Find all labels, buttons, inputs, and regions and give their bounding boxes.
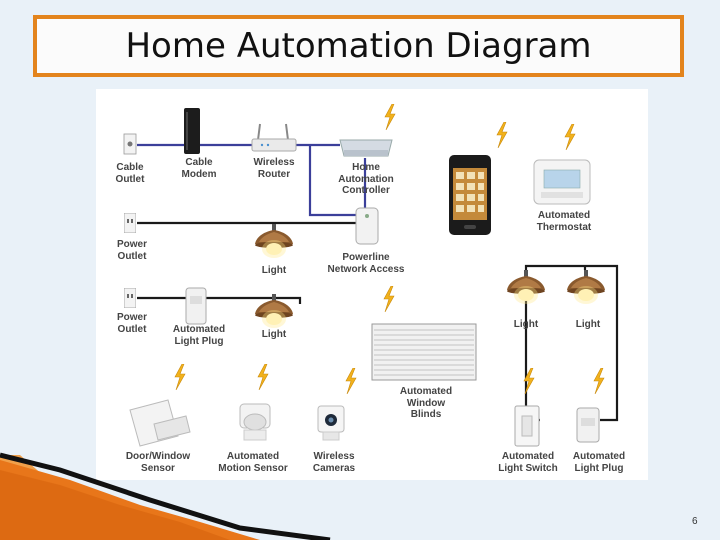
label-light-3: Light: [513, 319, 539, 330]
label-wireless-cameras: Wireless Cameras: [312, 451, 356, 474]
light-switch-icon: [514, 405, 540, 447]
wireless-signal-icon: [564, 124, 576, 150]
label-power-outlet-1: Power Outlet: [116, 239, 147, 262]
label-light-2: Light: [261, 329, 287, 340]
wireless-signal-icon: [383, 286, 395, 312]
wireless-signal-icon: [174, 364, 186, 390]
label-cable-modem: Cable Modem: [181, 157, 217, 180]
wireless-signal-icon: [593, 368, 605, 394]
power-outlet-icon: [124, 288, 136, 308]
powerline-adapter-icon: [355, 207, 379, 245]
label-automated-motion-sensor: Automated Motion Sensor: [218, 451, 288, 474]
label-power-outlet-2: Power Outlet: [116, 312, 147, 335]
home-controller-icon: [339, 139, 393, 157]
pendant-light-icon: [567, 270, 605, 304]
cable-outlet-icon: [123, 133, 137, 155]
label-automated-light-switch: Automated Light Switch: [498, 451, 558, 474]
slide-title: Home Automation Diagram: [125, 26, 592, 66]
wireless-camera-icon: [317, 405, 345, 441]
wireless-signal-icon: [345, 368, 357, 394]
title-box: Home Automation Diagram: [33, 15, 684, 77]
slide-corner-decoration: [0, 452, 331, 540]
label-automated-window-blinds: Automated Window Blinds: [399, 386, 453, 420]
door-sensor-icon: [129, 399, 191, 447]
label-automated-thermostat: Automated Thermostat: [536, 210, 592, 233]
label-light-4: Light: [575, 319, 601, 330]
label-cable-outlet: Cable Outlet: [115, 162, 145, 185]
page-number: 6: [692, 516, 698, 527]
pendant-light-icon: [507, 270, 545, 304]
cable-modem-icon: [184, 108, 200, 154]
wireless-router-icon: [251, 123, 297, 152]
label-automated-light-plug-left: Automated Light Plug: [172, 324, 226, 347]
smartphone-icon: [449, 155, 491, 235]
wireless-signal-icon: [496, 122, 508, 148]
motion-sensor-icon: [239, 403, 271, 441]
label-powerline-network-access: Powerline Network Access: [327, 252, 405, 275]
label-home-automation-controller: Home Automation Controller: [338, 162, 394, 196]
light-plug-icon: [185, 287, 207, 325]
network-cables: [137, 143, 378, 217]
label-door-window-sensor: Door/Window Sensor: [125, 451, 191, 474]
power-outlet-icon: [124, 213, 136, 233]
wireless-signal-icon: [384, 104, 396, 130]
label-automated-light-plug-right: Automated Light Plug: [572, 451, 626, 474]
thermostat-icon: [533, 159, 591, 205]
wireless-signal-icon: [257, 364, 269, 390]
label-light-1: Light: [261, 265, 287, 276]
window-blinds-icon: [371, 323, 477, 381]
light-plug-icon: [576, 407, 600, 443]
pendant-light-icon: [255, 224, 293, 258]
label-wireless-router: Wireless Router: [253, 157, 295, 180]
